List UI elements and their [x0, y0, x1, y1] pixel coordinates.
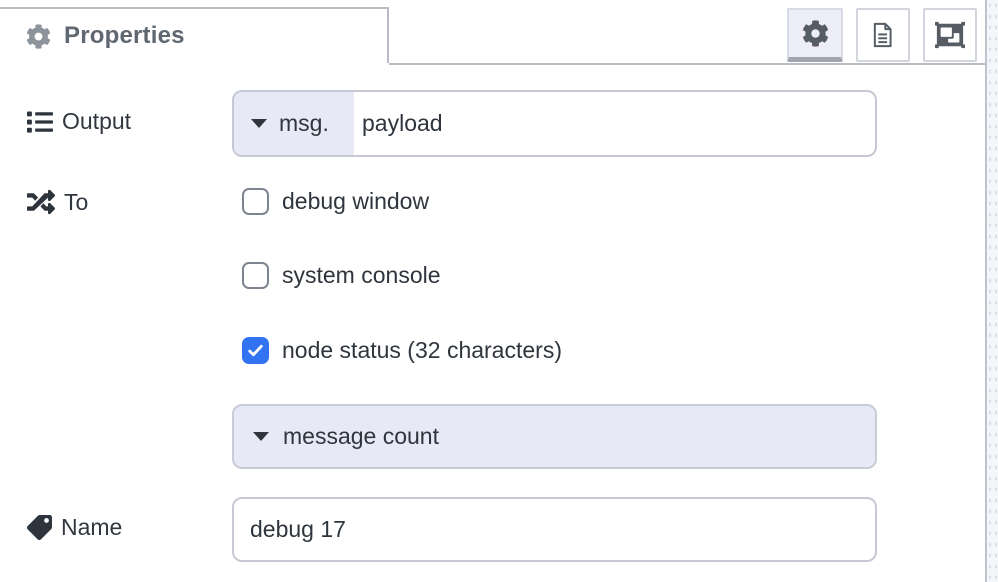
output-label-text: Output [62, 108, 132, 134]
tab-properties-label: Properties [64, 22, 185, 49]
caret-down-icon [251, 119, 267, 128]
node-status-checkbox-row[interactable]: node status (32 characters) [242, 337, 562, 364]
output-type-select[interactable]: msg. [234, 92, 354, 155]
to-label: To [27, 188, 88, 216]
name-input[interactable] [234, 499, 875, 560]
check-icon [248, 344, 263, 357]
name-label: Name [27, 514, 122, 541]
document-icon [873, 22, 892, 48]
debug-window-checkbox-row[interactable]: debug window [242, 188, 429, 215]
status-type-value: message count [283, 423, 439, 449]
debug-window-checkbox[interactable] [242, 188, 269, 215]
to-label-text: To [64, 188, 89, 215]
name-field-wrap [232, 497, 877, 562]
description-tab-button[interactable] [856, 8, 910, 62]
tag-icon [27, 515, 52, 540]
caret-down-icon [253, 432, 269, 441]
status-type-select[interactable]: message count [232, 404, 877, 469]
gear-icon [802, 20, 828, 47]
node-status-checkbox[interactable] [242, 337, 269, 364]
shuffle-icon [27, 189, 55, 215]
system-console-label: system console [282, 262, 441, 288]
object-group-icon [935, 21, 965, 49]
tab-properties[interactable]: Properties [0, 7, 389, 63]
properties-tab-button[interactable] [787, 8, 843, 62]
name-label-text: Name [61, 514, 123, 540]
workspace-grid-strip [985, 0, 998, 582]
node-status-label: node status (32 characters) [282, 337, 562, 363]
system-console-checkbox-row[interactable]: system console [242, 262, 441, 289]
output-label: Output [27, 108, 131, 135]
output-type-prefix: msg. [279, 110, 329, 136]
appearance-tab-button[interactable] [923, 8, 977, 62]
output-property-input[interactable] [354, 92, 875, 155]
system-console-checkbox[interactable] [242, 262, 269, 289]
debug-window-label: debug window [282, 188, 430, 214]
tabbar-divider [389, 63, 985, 65]
gear-icon [26, 23, 51, 49]
list-icon [27, 110, 53, 133]
output-typed-input: msg. [232, 90, 877, 157]
